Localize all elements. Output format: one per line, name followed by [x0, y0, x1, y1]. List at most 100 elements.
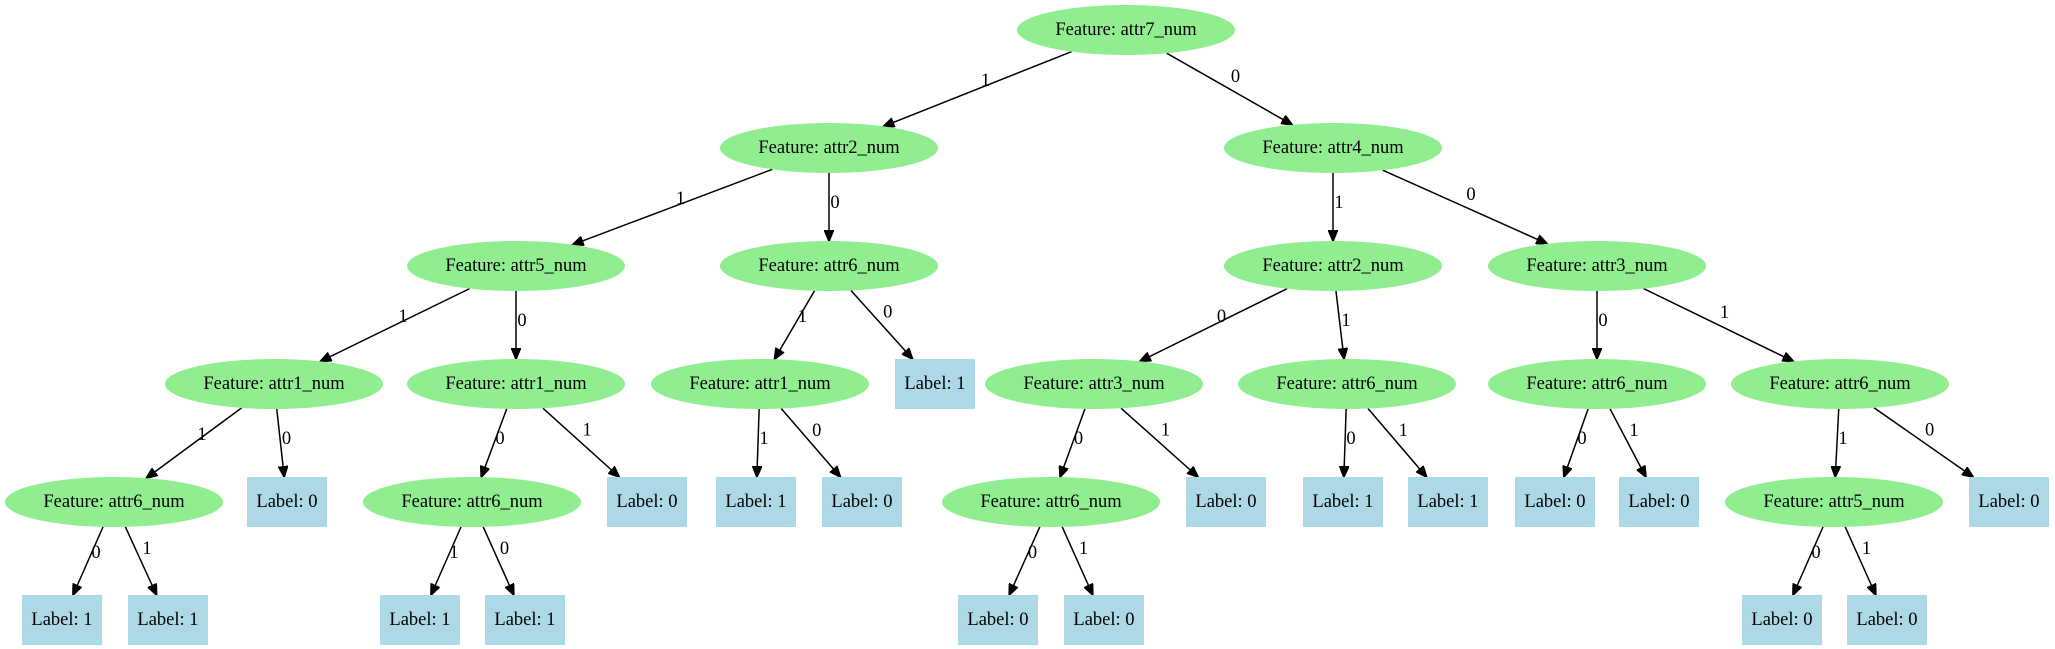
leaf-node-label: Label: 0: [1978, 492, 2039, 512]
edge-label: 0: [91, 543, 100, 563]
edge-arrow: [276, 408, 284, 477]
leaf-node: Label: 0: [822, 477, 902, 527]
feature-node: Feature: attr1_num: [407, 359, 625, 409]
feature-node-label: Feature: attr6_num: [758, 256, 900, 276]
feature-node: Feature: attr2_num: [1224, 241, 1442, 291]
edge-label: 0: [812, 421, 821, 441]
feature-node: Feature: attr5_num: [1725, 477, 1943, 527]
edge-label: 0: [1811, 543, 1820, 563]
leaf-node: Label: 1: [128, 595, 208, 645]
edge-label: 0: [883, 303, 892, 323]
edge-arrow: [883, 50, 1072, 127]
feature-node: Feature: attr1_num: [651, 359, 869, 409]
edge-label: 0: [517, 311, 526, 331]
leaf-node-label: Label: 0: [967, 610, 1028, 630]
feature-node-label: Feature: attr7_num: [1055, 20, 1197, 40]
feature-node-shape: [942, 477, 1160, 527]
tree-edge: 0: [780, 408, 840, 477]
feature-node-shape: [5, 477, 223, 527]
edge-label: 0: [1074, 429, 1083, 449]
feature-node-label: Feature: attr6_num: [1526, 374, 1668, 394]
leaf-node-shape: [1969, 477, 2049, 527]
edge-arrow: [1344, 408, 1346, 477]
feature-node-shape: [720, 241, 938, 291]
leaf-node-shape: [128, 595, 208, 645]
feature-node-shape: [407, 359, 625, 409]
feature-node-label: Feature: attr6_num: [980, 492, 1122, 512]
leaf-node-shape: [607, 477, 687, 527]
edge-arrow: [850, 289, 913, 359]
tree-edge: 0: [73, 526, 104, 595]
feature-node: Feature: attr6_num: [1488, 359, 1706, 409]
edge-arrow: [431, 526, 462, 595]
edge-label: 1: [582, 421, 591, 441]
tree-edge: 0: [276, 408, 291, 477]
leaf-node-label: Label: 0: [256, 492, 317, 512]
edge-label: 1: [981, 71, 990, 91]
edge-arrow: [1643, 287, 1794, 362]
edge-label: 0: [1346, 429, 1355, 449]
edge-label: 1: [1161, 421, 1170, 441]
tree-edge: 0: [850, 289, 913, 359]
tree-edge: 1: [1061, 526, 1093, 595]
edge-arrow: [1873, 407, 1973, 477]
tree-edge: 0: [1382, 169, 1547, 244]
edge-arrow: [320, 287, 470, 362]
leaf-node: Label: 1: [22, 595, 102, 645]
feature-node-shape: [720, 123, 938, 173]
feature-node-label: Feature: attr4_num: [1262, 138, 1404, 158]
edge-label: 1: [759, 429, 768, 449]
leaf-node-label: Label: 0: [1073, 610, 1134, 630]
feature-node-label: Feature: attr5_num: [445, 256, 587, 276]
leaf-node-label: Label: 0: [1195, 492, 1256, 512]
leaf-node-shape: [1847, 595, 1927, 645]
edge-label: 1: [798, 307, 807, 327]
feature-node-shape: [165, 359, 383, 409]
edge-arrow: [1166, 52, 1293, 125]
edge-label: 1: [398, 307, 407, 327]
feature-node-shape: [1725, 477, 1943, 527]
leaf-node-shape: [958, 595, 1038, 645]
edge-arrow: [780, 408, 840, 477]
feature-node-label: Feature: attr6_num: [1769, 374, 1911, 394]
leaf-node-label: Label: 0: [831, 492, 892, 512]
tree-edge: 0: [1564, 408, 1589, 477]
leaf-node-shape: [1619, 477, 1699, 527]
leaf-node: Label: 1: [485, 595, 565, 645]
leaf-node: Label: 1: [380, 595, 460, 645]
edge-label: 0: [1577, 429, 1586, 449]
feature-node-label: Feature: attr1_num: [445, 374, 587, 394]
feature-node-shape: [1238, 359, 1456, 409]
feature-node-label: Feature: attr2_num: [1262, 256, 1404, 276]
edge-arrow: [146, 407, 243, 478]
feature-node: Feature: attr6_num: [5, 477, 223, 527]
feature-node: Feature: attr6_num: [942, 477, 1160, 527]
leaf-node-label: Label: 1: [494, 610, 555, 630]
tree-edge: 0: [1166, 52, 1293, 125]
edge-arrow: [1061, 526, 1093, 595]
leaf-node: Label: 0: [1847, 595, 1927, 645]
tree-edge: 1: [146, 407, 243, 478]
edge-label: 0: [282, 429, 291, 449]
leaf-node: Label: 0: [1969, 477, 2049, 527]
feature-node: Feature: attr3_num: [985, 359, 1203, 409]
edge-arrow: [1060, 408, 1086, 477]
feature-node: Feature: attr2_num: [720, 123, 938, 173]
feature-node-label: Feature: attr1_num: [203, 374, 345, 394]
feature-node: Feature: attr6_num: [1731, 359, 1949, 409]
edge-arrow: [124, 526, 156, 595]
feature-node-label: Feature: attr3_num: [1526, 256, 1668, 276]
feature-node: Feature: attr6_num: [363, 477, 581, 527]
feature-node: Feature: attr5_num: [407, 241, 625, 291]
edge-arrow: [1609, 408, 1646, 477]
edge-arrow: [482, 526, 514, 595]
tree-edge: 0: [482, 526, 514, 595]
feature-node: Feature: attr6_num: [1238, 359, 1456, 409]
tree-edge: 1: [1120, 407, 1198, 477]
leaf-node-label: Label: 0: [1856, 610, 1917, 630]
edge-label: 0: [1217, 307, 1226, 327]
tree-edge: 0: [1140, 288, 1288, 362]
edge-label: 0: [1925, 420, 1934, 440]
edge-label: 1: [1862, 539, 1871, 559]
